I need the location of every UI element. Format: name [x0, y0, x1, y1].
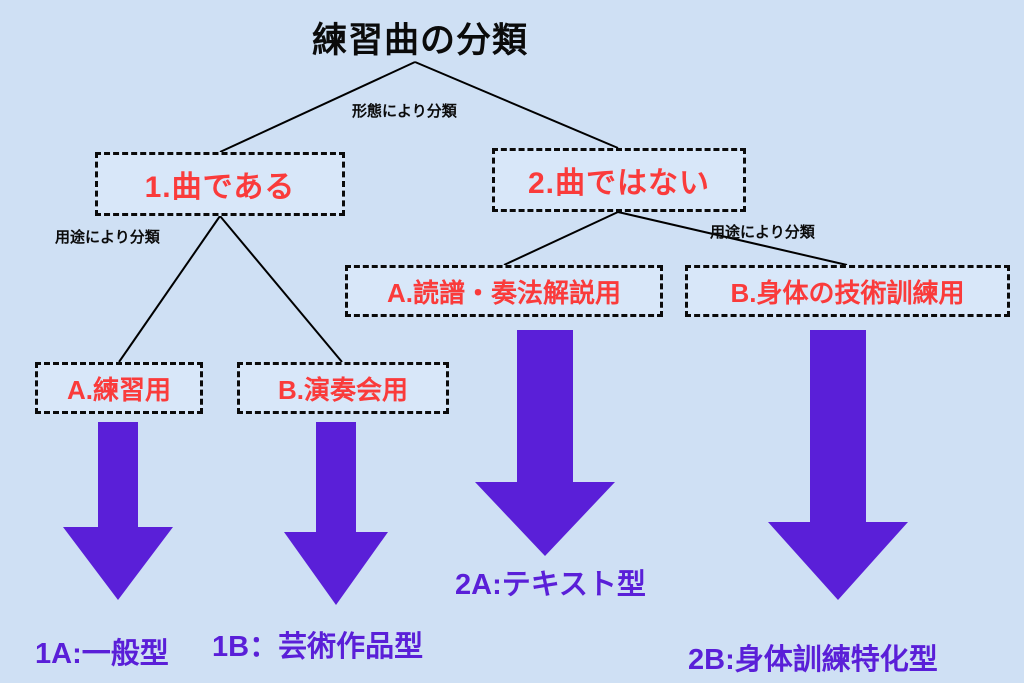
connector-node2-to-leafA	[503, 211, 619, 266]
result-1a-general-type: 1A:一般型	[35, 638, 169, 670]
down-arrow-1a	[63, 422, 173, 600]
down-arrow-1b	[284, 422, 388, 605]
connector-node2-to-leafB	[617, 211, 848, 266]
node-is-a-piece-label: 1.曲である	[144, 171, 296, 204]
node-not-a-piece: 2.曲ではない	[492, 148, 746, 212]
result-2a-text-type: 2A:テキスト型	[455, 569, 646, 601]
down-arrow-2a	[475, 330, 615, 556]
result-1b-artwork-type: 1B：芸術作品型	[212, 631, 424, 663]
connector-root-to-node1	[219, 61, 416, 153]
node-not-a-piece-label: 2.曲ではない	[527, 167, 711, 200]
node-practice-use: A.練習用	[35, 362, 203, 414]
node-physical-training-use-label: B.身体の技術訓練用	[730, 277, 965, 308]
node-concert-use: B.演奏会用	[237, 362, 449, 414]
node-is-a-piece: 1.曲である	[95, 152, 345, 216]
connector-root-to-node2	[414, 61, 619, 149]
node-reading-method-use-label: A.読譜・奏法解説用	[386, 277, 621, 308]
tree-connectors	[118, 61, 848, 363]
branch-label-by-form: 形態により分類	[352, 103, 457, 120]
connector-node1-to-leafA	[118, 215, 221, 363]
down-arrows	[63, 330, 908, 605]
branch-label-by-use-left: 用途により分類	[55, 229, 160, 246]
branch-label-by-use-right: 用途により分類	[710, 224, 815, 241]
diagram-title: 練習曲の分類	[311, 21, 528, 60]
result-2b-physical-training-type: 2B:身体訓練特化型	[688, 644, 938, 676]
node-physical-training-use: B.身体の技術訓練用	[685, 265, 1010, 317]
node-practice-use-label: A.練習用	[66, 374, 171, 405]
node-concert-use-label: B.演奏会用	[277, 374, 408, 405]
node-reading-method-use: A.読譜・奏法解説用	[345, 265, 663, 317]
connector-node1-to-leafB	[219, 215, 343, 363]
down-arrow-2b	[768, 330, 908, 600]
